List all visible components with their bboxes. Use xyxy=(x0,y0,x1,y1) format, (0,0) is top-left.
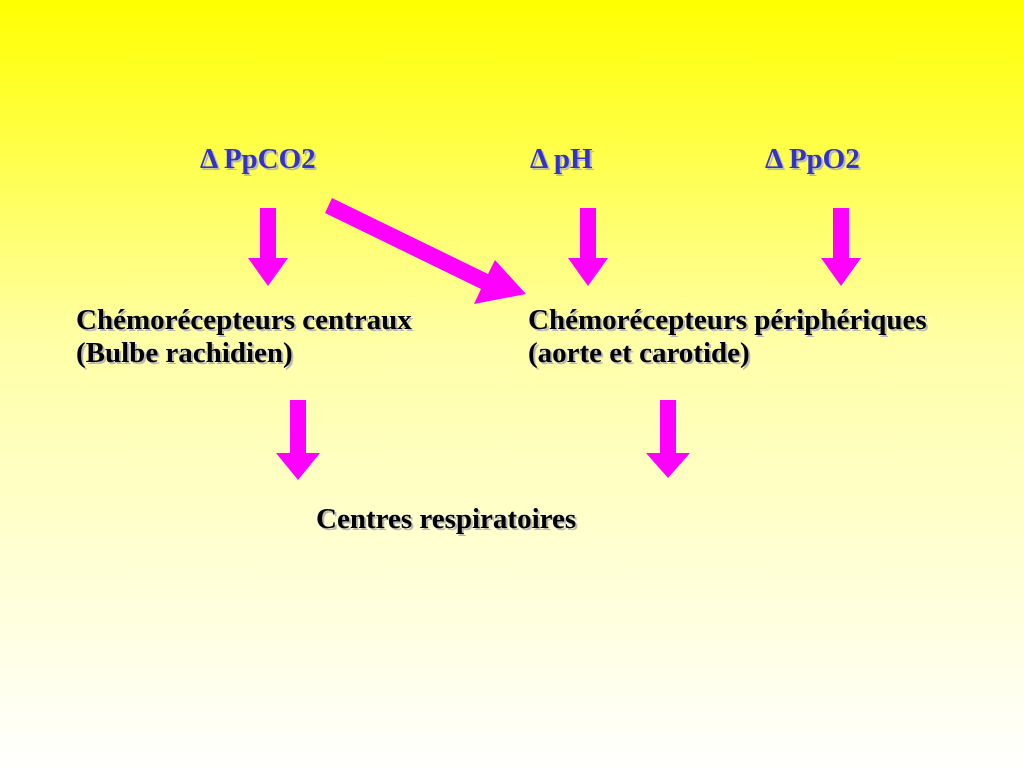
central-chemoreceptors-location: (Bulbe rachidien) xyxy=(76,337,293,370)
peripheral-chemoreceptors-location: (aorte et carotide) xyxy=(528,337,750,370)
central-chemoreceptors-title: Chémorécepteurs centraux xyxy=(76,304,412,336)
arrow-ppo2-to-peripheral xyxy=(821,208,861,286)
stimulus-ppco2: Δ PpCO2 xyxy=(200,143,316,175)
stimulus-ph: Δ pH xyxy=(530,143,593,175)
central-chemoreceptors: Chémorécepteurs centraux (Bulbe rachidie… xyxy=(76,304,412,371)
peripheral-chemoreceptors-title: Chémorécepteurs périphériques xyxy=(528,304,927,336)
arrow-peripheral-to-centres xyxy=(646,400,690,478)
arrow-ppco2-to-peripheral xyxy=(325,198,526,304)
arrow-ph-to-peripheral xyxy=(568,208,608,286)
respiratory-centres: Centres respiratoires xyxy=(316,503,577,535)
arrow-ppco2-to-central xyxy=(248,208,288,286)
peripheral-chemoreceptors: Chémorécepteurs périphériques (aorte et … xyxy=(528,304,927,371)
stimulus-ppo2: Δ PpO2 xyxy=(765,143,860,175)
arrow-central-to-centres xyxy=(276,400,320,480)
